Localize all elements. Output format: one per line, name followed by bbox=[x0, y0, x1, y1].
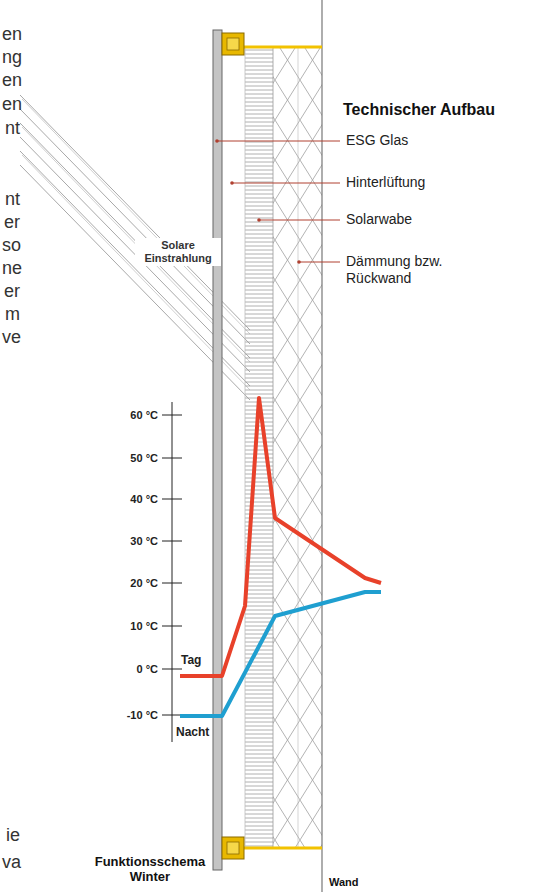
glass-pane bbox=[213, 30, 222, 870]
scale-value: 20 °C bbox=[130, 577, 158, 589]
cut-text: so bbox=[2, 235, 21, 256]
cut-text: ne bbox=[2, 258, 22, 279]
cut-text: er bbox=[4, 281, 20, 302]
radiation-label: Solare Einstrahlung bbox=[135, 238, 221, 266]
scale-value: 60 °C bbox=[130, 409, 158, 421]
cut-text: m bbox=[5, 304, 20, 325]
curve-label: Nacht bbox=[176, 725, 209, 739]
cut-text: ve bbox=[2, 327, 21, 348]
cut-text: en bbox=[2, 24, 22, 45]
component-label: Solarwabe bbox=[346, 211, 412, 228]
cut-text: nt bbox=[5, 189, 20, 210]
curve-label: Tag bbox=[181, 653, 201, 667]
cut-text: en bbox=[2, 70, 22, 91]
cut-text: en bbox=[2, 94, 22, 115]
component-label: Dämmung bzw. Rückwand bbox=[346, 253, 454, 287]
scale-value: 50 °C bbox=[130, 452, 158, 464]
scale-value: 0 °C bbox=[136, 663, 158, 675]
frame-profile bbox=[238, 46, 322, 49]
day-curve bbox=[180, 398, 381, 676]
scale-value: 40 °C bbox=[130, 493, 158, 505]
night-curve bbox=[180, 592, 381, 716]
cut-text: ie bbox=[6, 825, 20, 846]
wall-label: Wand bbox=[329, 876, 359, 888]
section-heading: Technischer Aufbau bbox=[343, 101, 495, 119]
component-label: ESG Glas bbox=[346, 132, 408, 149]
cut-text: va bbox=[2, 852, 21, 873]
frame-profile bbox=[238, 847, 322, 850]
leader-dot bbox=[215, 139, 301, 264]
cut-text: ng bbox=[2, 47, 22, 68]
temperature-axis bbox=[162, 402, 182, 742]
scale-value: 30 °C bbox=[130, 535, 158, 547]
scale-value: -10 °C bbox=[127, 709, 158, 721]
figure-caption: Funktionsschema Winter bbox=[80, 855, 220, 885]
component-label: Hinterlüftung bbox=[346, 174, 425, 191]
solar-honeycomb bbox=[245, 48, 273, 848]
insulation bbox=[273, 48, 322, 848]
cut-text: nt bbox=[5, 118, 20, 139]
leader-line bbox=[217, 141, 340, 262]
glass-clamp bbox=[222, 33, 244, 859]
wall-line bbox=[321, 0, 322, 892]
cut-text: er bbox=[4, 212, 20, 233]
scale-value: 10 °C bbox=[130, 620, 158, 632]
